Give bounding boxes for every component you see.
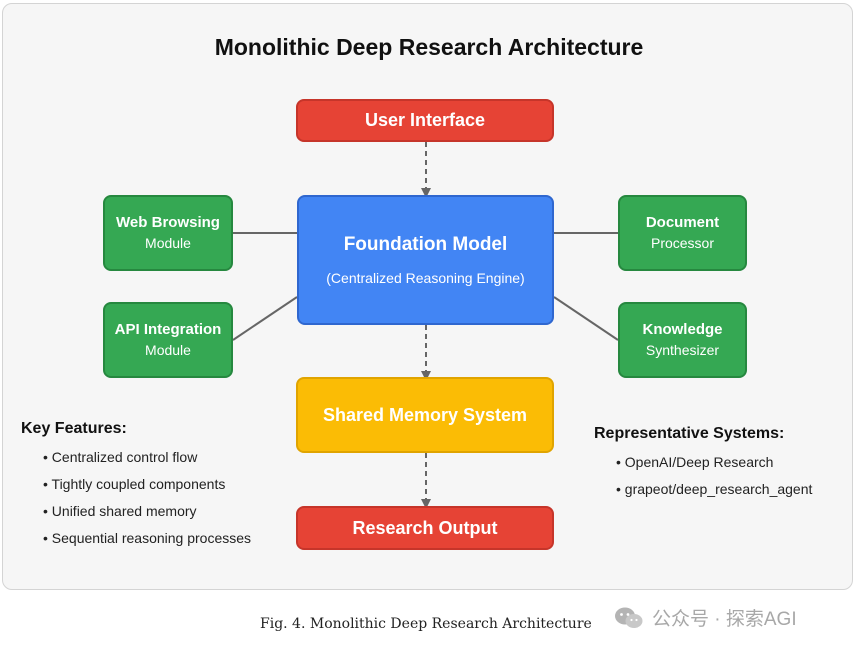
web-browsing-node: Web Browsing Module — [103, 195, 233, 271]
foundation-model-subtitle: (Centralized Reasoning Engine) — [326, 270, 525, 286]
diagram-title: Monolithic Deep Research Architecture — [214, 34, 644, 60]
watermark: 公众号 · 探索AGI — [614, 604, 797, 631]
document-processor-label: Document — [645, 214, 720, 231]
foundation-model-node: Foundation Model (Centralized Reasoning … — [297, 195, 554, 325]
representative-system-item: • OpenAI/Deep Research — [616, 454, 774, 470]
research-output-label: Research Output — [352, 517, 498, 538]
key-features-heading: Key Features: — [21, 420, 127, 437]
representative-system-item: • grapeot/deep_research_agent — [616, 481, 813, 497]
knowledge-synthesizer-sublabel: Synthesizer — [645, 342, 720, 358]
knowledge-synthesizer-label: Knowledge — [642, 321, 723, 338]
key-feature-item: • Sequential reasoning processes — [43, 530, 252, 546]
document-processor-node: Document Processor — [618, 195, 747, 271]
key-feature-item: • Tightly coupled components — [43, 476, 226, 492]
knowledge-synthesizer-node: Knowledge Synthesizer — [618, 302, 747, 378]
shared-memory-label: Shared Memory System — [322, 404, 528, 425]
research-output-node: Research Output — [296, 506, 554, 550]
web-browsing-label: Web Browsing — [116, 214, 220, 231]
figure-caption: Fig. 4. Monolithic Deep Research Archite… — [260, 616, 592, 632]
key-feature-item: • Unified shared memory — [43, 503, 197, 519]
user-interface-node: User Interface — [296, 99, 554, 142]
representative-systems-heading: Representative Systems: — [594, 425, 785, 442]
foundation-model-label: Foundation Model — [343, 234, 508, 255]
api-integration-label: API Integration — [114, 321, 222, 338]
document-processor-sublabel: Processor — [650, 235, 715, 251]
watermark-text: 公众号 · 探索AGI — [652, 609, 797, 630]
wechat-icon — [615, 607, 643, 628]
link-knowledge-synthesizer — [553, 296, 619, 341]
api-integration-sublabel: Module — [145, 342, 191, 358]
web-browsing-sublabel: Module — [145, 235, 191, 251]
shared-memory-node: Shared Memory System — [296, 377, 554, 453]
key-features-list: • Centralized control flow • Tightly cou… — [43, 448, 251, 556]
link-api-integration — [232, 296, 298, 341]
key-feature-item: • Centralized control flow — [43, 449, 198, 465]
api-integration-node: API Integration Module — [103, 302, 233, 378]
user-interface-label: User Interface — [364, 110, 486, 130]
representative-systems-list: • OpenAI/Deep Research • grapeot/deep_re… — [616, 453, 812, 507]
